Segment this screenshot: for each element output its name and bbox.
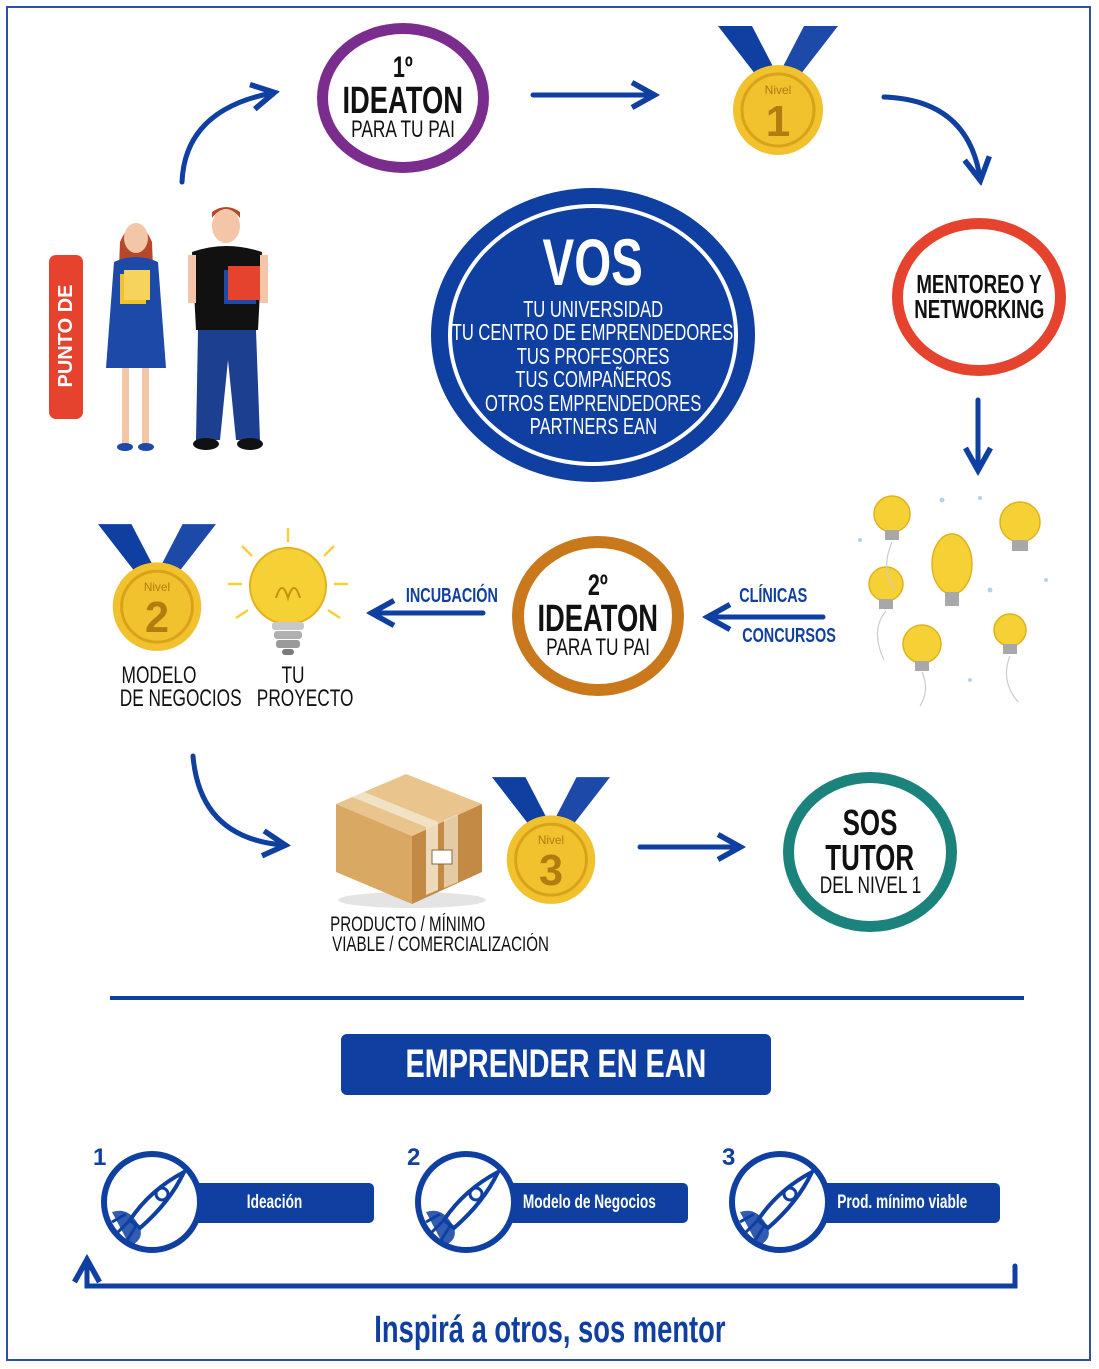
step-1-number: 1 xyxy=(93,1144,107,1171)
medal-3-level-word: Nivel xyxy=(538,833,564,847)
emprender-title: EMPRENDER EN EAN xyxy=(405,1042,707,1086)
ideaton-2-subtitle: PARA TU PAI xyxy=(546,633,650,661)
mentoreo-line-1: MENTOREO Y xyxy=(916,269,1042,300)
vos-title: VOS xyxy=(542,225,644,300)
step-3-number: 3 xyxy=(722,1144,736,1171)
project-lightbulb-icon xyxy=(228,528,348,655)
step-2-rocket-icon xyxy=(415,1151,517,1253)
emprender-banner: EMPRENDER EN EAN xyxy=(341,1034,771,1095)
cycle-bracket xyxy=(87,1262,1018,1289)
step-2-number: 2 xyxy=(407,1144,421,1171)
tutor-line-2: TUTOR xyxy=(825,836,915,878)
student-girl-icon xyxy=(106,223,166,451)
tutor-circle: SOS TUTOR DEL NIVEL 1 xyxy=(783,772,957,932)
mentoreo-circle: MENTOREO Y NETWORKING xyxy=(892,218,1066,376)
clinicas-label: CLÍNICAS xyxy=(739,585,808,607)
ideaton-1-circle: 1º IDEATON PARA TU PAI xyxy=(317,23,489,173)
vos-line-6: PARTNERS EAN xyxy=(529,413,657,440)
product-box-icon xyxy=(336,774,486,908)
ideaton-1-subtitle: PARA TU PAI xyxy=(351,115,455,143)
start-label: PUNTO DE PARTIDA xyxy=(55,284,111,388)
medal-2-caption: MODELO DE NEGOCIOS xyxy=(119,662,242,712)
border-frame xyxy=(6,6,1091,1361)
medal-1-level-word: Nivel xyxy=(765,83,792,97)
vos-line-4: TUS COMPAÑEROS xyxy=(514,366,672,393)
medal-2-number: 2 xyxy=(145,594,169,642)
arrow-modelo-to-producto xyxy=(190,753,283,845)
section-divider xyxy=(110,996,1024,1000)
arrow-medal1-to-mentoreo xyxy=(881,94,980,178)
ideaton-2-number: 2º xyxy=(588,569,608,603)
ideaton-1-number: 1º xyxy=(393,51,413,85)
step-2-pill: Modelo de Negocios xyxy=(490,1183,688,1223)
ideaton-2-circle: 2º IDEATON PARA TU PAI xyxy=(512,536,684,696)
medal-1-number: 1 xyxy=(766,97,790,146)
footer-tagline: Inspirá a otros, sos mentor xyxy=(374,1308,726,1351)
ideaton-1-title: IDEATON xyxy=(342,79,464,122)
concursos-label: CONCURSOS xyxy=(742,625,836,647)
vos-line-5: OTROS EMPRENDEDORES xyxy=(484,389,702,416)
step-3-rocket-icon xyxy=(729,1151,831,1253)
step-1-rocket-icon xyxy=(101,1151,203,1253)
producto-caption: PRODUCTO / MÍNIMO VIABLE / COMERCIALIZAC… xyxy=(330,913,549,956)
vos-line-2: TU CENTRO DE EMPRENDEDORES xyxy=(452,319,734,346)
step-1-label: Ideación xyxy=(247,1192,303,1213)
medal-1-icon: Nivel 1 xyxy=(718,26,838,155)
vos-circle: VOS TU UNIVERSIDAD TU CENTRO DE EMPRENDE… xyxy=(431,188,755,482)
step-3-pill: Prod. mínimo viable xyxy=(804,1183,1000,1223)
students-illustration xyxy=(106,207,268,451)
medal-2-level-word: Nivel xyxy=(144,580,170,594)
medal-2-icon: Nivel 2 xyxy=(98,524,216,651)
tutor-line-3: DEL NIVEL 1 xyxy=(819,871,921,899)
tutor-line-1: SOS xyxy=(842,802,898,844)
start-badge: PUNTO DE PARTIDA xyxy=(49,255,111,419)
ideas-lightbulbs-icon xyxy=(858,495,1048,707)
step-1-pill: Ideación xyxy=(176,1183,374,1223)
step-2-label: Modelo de Negocios xyxy=(522,1192,656,1213)
medal-3-number: 3 xyxy=(539,847,563,895)
medal-3-icon: Nivel 3 xyxy=(492,777,610,904)
student-boy-icon xyxy=(188,207,268,450)
proyecto-caption: TU PROYECTO xyxy=(256,662,354,712)
arrow-start-to-ideaton1 xyxy=(179,93,272,185)
mentoreo-line-2: NETWORKING xyxy=(914,294,1045,324)
ideaton-2-title: IDEATON xyxy=(537,597,659,640)
vos-line-1: TU UNIVERSIDAD xyxy=(523,295,663,322)
vos-line-3: TUS PROFESORES xyxy=(516,342,670,369)
incubacion-label: INCUBACIÓN xyxy=(405,585,498,607)
step-3-label: Prod. mínimo viable xyxy=(836,1192,967,1213)
